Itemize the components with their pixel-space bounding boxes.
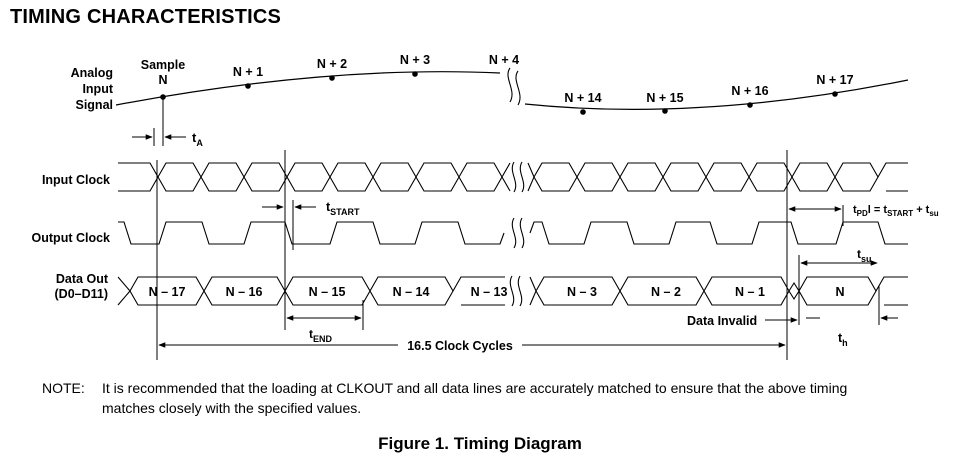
input-clock-break-mark xyxy=(511,161,525,193)
sample-label-n4: N + 4 xyxy=(489,53,519,67)
clock-cycles-label: 16.5 Clock Cycles xyxy=(407,339,513,353)
note-text-line2: matches closely with the specified value… xyxy=(102,400,362,416)
figure-caption: Figure 1. Timing Diagram xyxy=(378,434,582,453)
sample-point-n17 xyxy=(832,91,838,97)
note: NOTE: It is recommended that the loading … xyxy=(42,378,942,418)
section-title: TIMING CHARACTERISTICS xyxy=(10,6,282,28)
data-out-label-2: (D0–D11) xyxy=(55,287,109,301)
data-out-break-mark xyxy=(509,275,523,307)
data-word-n14: N – 14 xyxy=(393,285,430,299)
input-clock-waveform xyxy=(118,162,908,192)
data-word-n17: N – 17 xyxy=(149,285,186,299)
sample-label-n1: N + 1 xyxy=(233,65,263,79)
sample-point-n3 xyxy=(412,71,418,77)
sample-point-n16 xyxy=(747,102,753,108)
note-label: NOTE: xyxy=(42,380,85,396)
data-out-bus xyxy=(117,276,908,306)
analog-label-1: Analog xyxy=(71,66,113,80)
data-out-label-1: Data Out xyxy=(56,272,109,286)
output-clock-label: Output Clock xyxy=(32,231,111,245)
sample-label-n3: N + 3 xyxy=(400,53,430,67)
timing-diagram: Analog Input Signal Input Clock Output C… xyxy=(32,53,939,360)
analog-break-mark xyxy=(507,67,521,106)
output-clock-break-mark xyxy=(511,217,525,249)
data-word-n3: N – 3 xyxy=(567,285,597,299)
sample-label-n2: N + 2 xyxy=(317,57,347,71)
data-word-n: N xyxy=(835,285,844,299)
output-clock-waveform xyxy=(118,221,908,245)
data-word-n16: N – 16 xyxy=(226,285,263,299)
tpd-label: tPDl = tSTART + tsu xyxy=(853,204,939,218)
note-text-line1: It is recommended that the loading at CL… xyxy=(102,380,848,396)
th-label: th xyxy=(838,331,848,348)
data-word-n15: N – 15 xyxy=(309,285,346,299)
tstart-label: tSTART xyxy=(326,200,360,217)
data-invalid-label: Data Invalid xyxy=(687,314,757,328)
data-word-n2: N – 2 xyxy=(651,285,681,299)
analog-waveform-left xyxy=(115,71,501,106)
analog-label-2: Input xyxy=(82,82,113,96)
input-clock-label: Input Clock xyxy=(42,173,110,187)
tsu-label: tsu xyxy=(857,247,872,264)
sample-point-n14 xyxy=(580,109,586,115)
data-word-n13: N – 13 xyxy=(471,285,508,299)
sample-label-1: Sample xyxy=(141,58,186,72)
tend-label: tEND xyxy=(309,327,333,344)
sample-point-n2 xyxy=(329,75,335,81)
data-word-n1: N – 1 xyxy=(735,285,765,299)
sample-point-n1 xyxy=(245,83,251,89)
sample-label-n16: N + 16 xyxy=(731,84,768,98)
ta-label: tA xyxy=(192,130,203,148)
sample-label-n14: N + 14 xyxy=(564,91,601,105)
sample-point-n15 xyxy=(662,108,668,114)
sample-label-n15: N + 15 xyxy=(646,91,683,105)
analog-waveform-right xyxy=(524,79,909,110)
sample-label-2: N xyxy=(158,73,167,87)
sample-label-n17: N + 17 xyxy=(816,73,853,87)
analog-label-3: Signal xyxy=(75,98,113,112)
